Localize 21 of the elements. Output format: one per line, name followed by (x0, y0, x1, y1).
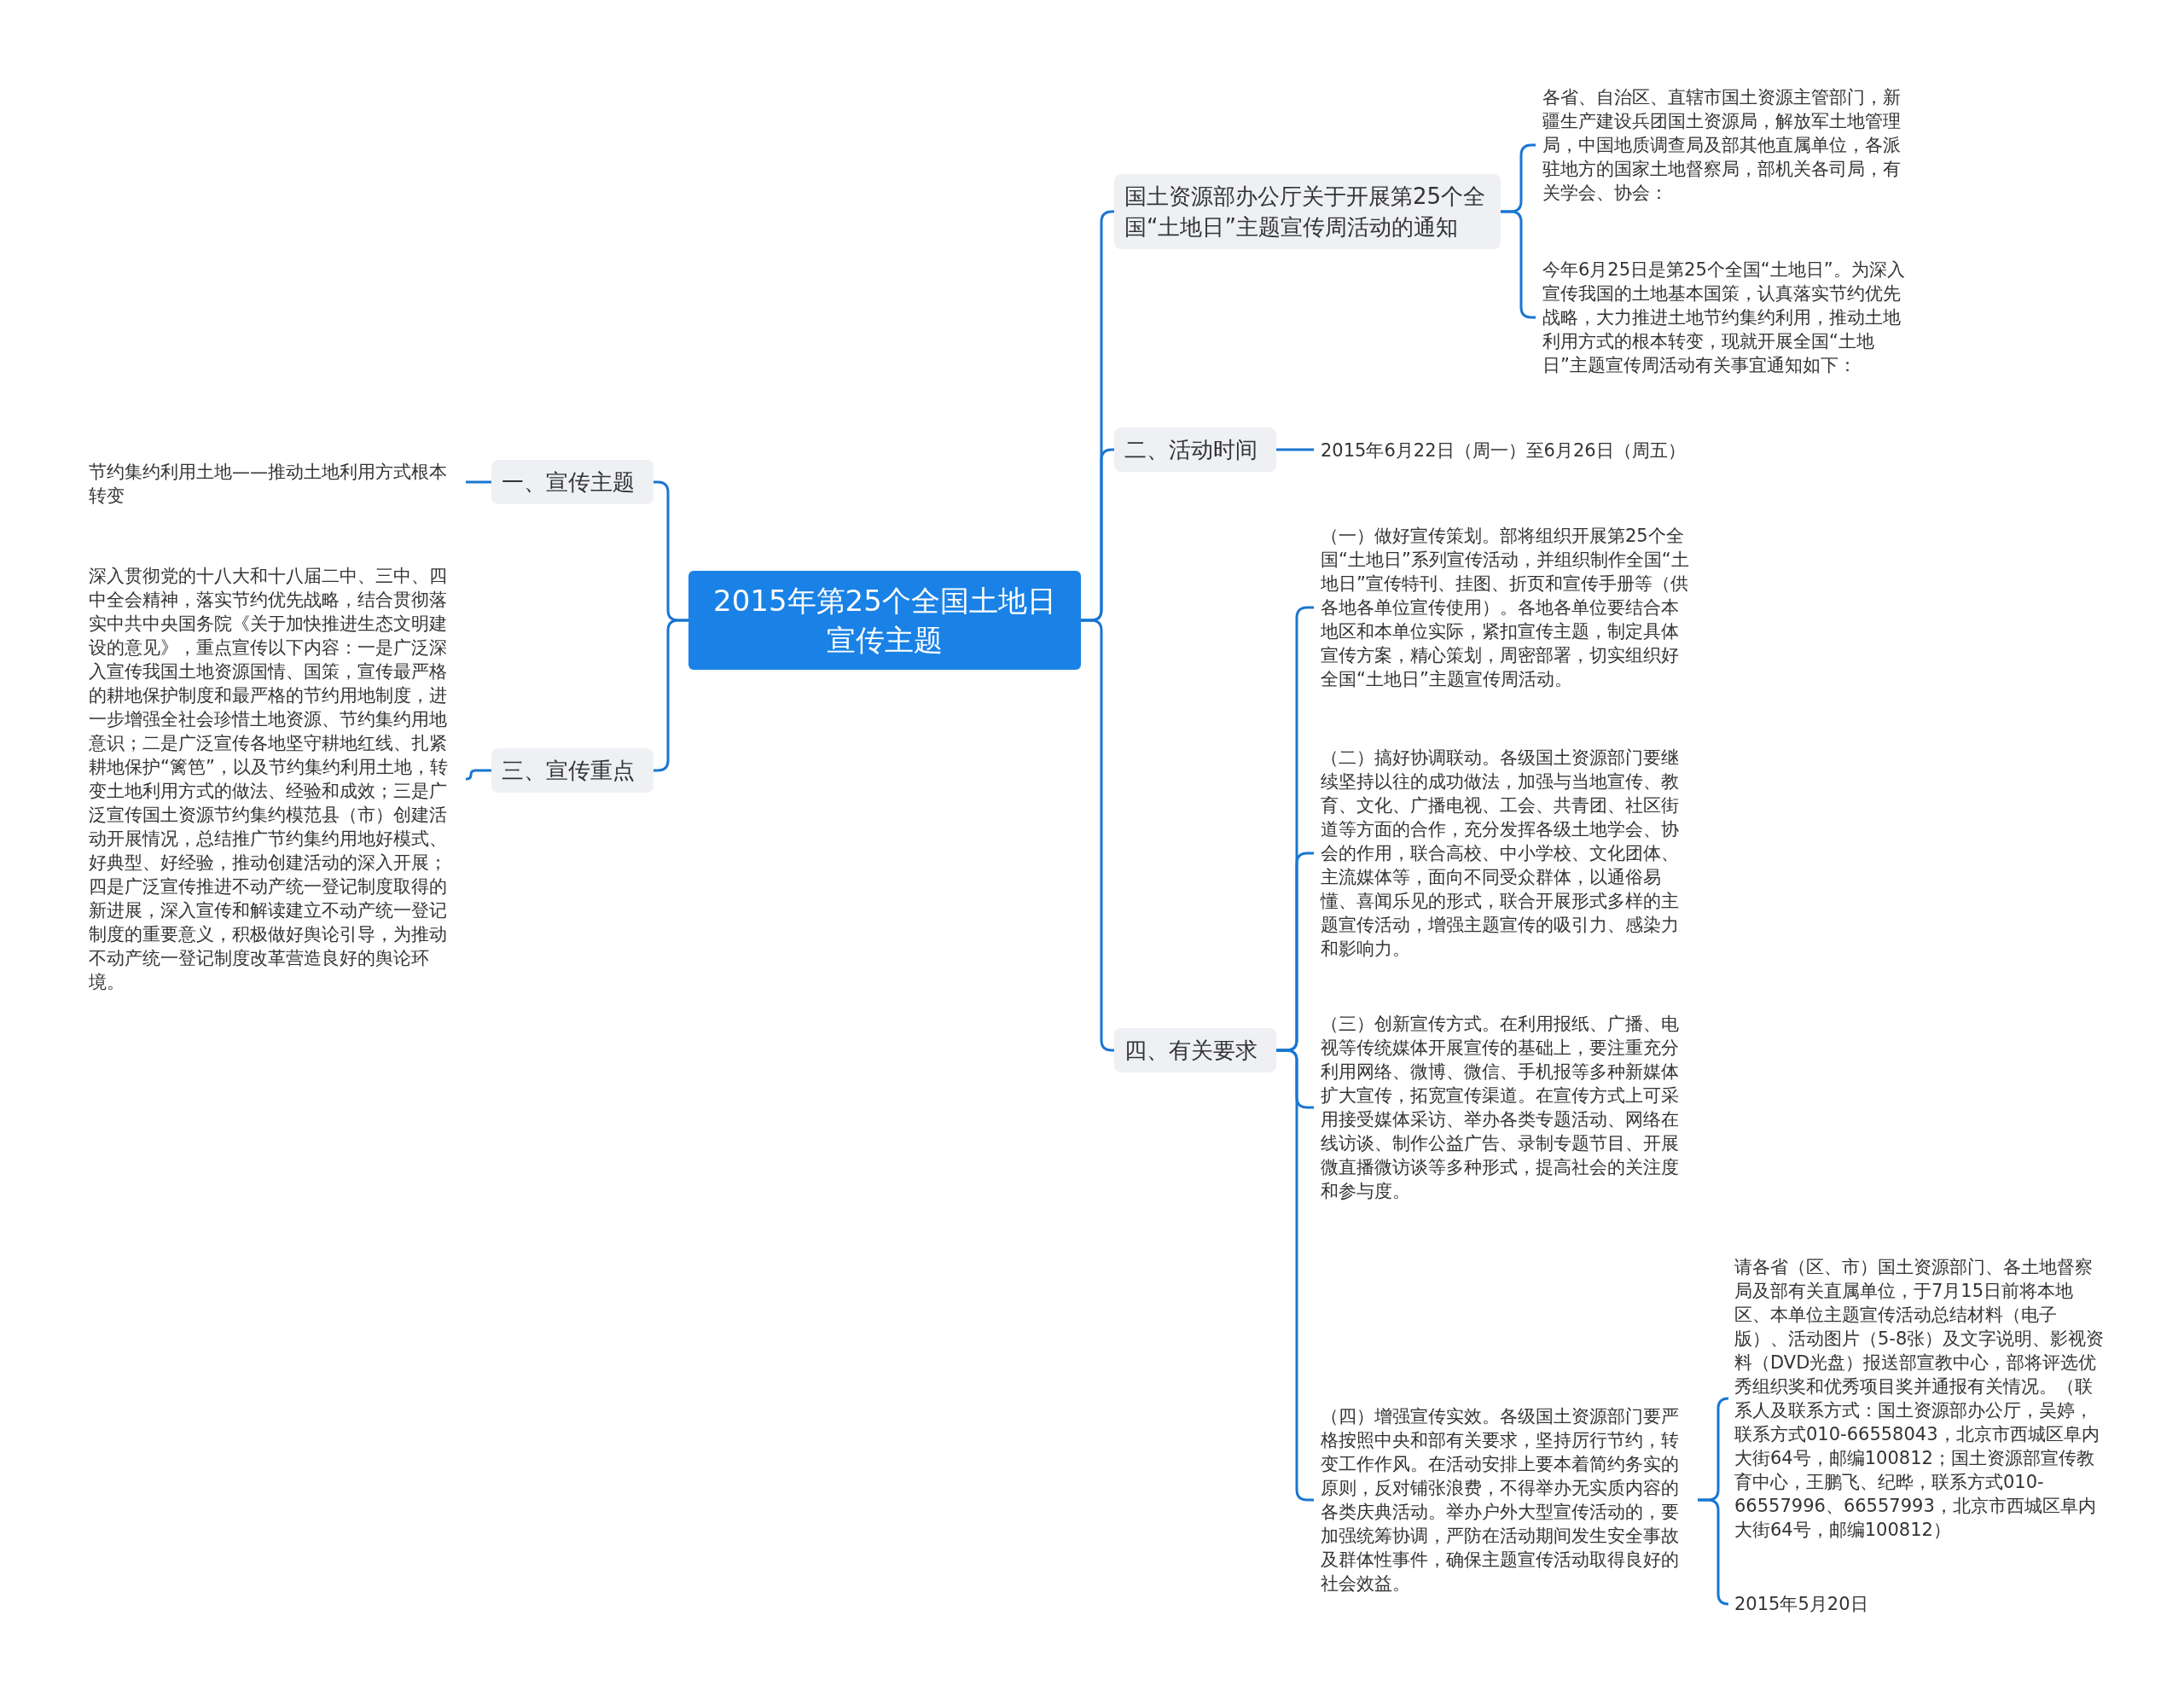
connector (1276, 448, 1314, 451)
topic-box: 四、有关要求 (1114, 1028, 1276, 1072)
topic-box: 二、活动时间 (1114, 427, 1276, 472)
topic-text: 请各省（区、市）国土资源部门、各土地督察局及部有关直属单位，于7月15日前将本地区、本单位主题宣传活动总结材料（电子版）、活动图片（5-8张）及文字说明、影视资料（DVD光盘）报送部宣教中心，部将评选优秀组织奖和优秀项目奖并通报有关情况。（联系人及联系方式：国土资源部办公厅，吴婷，联系方式010-66558043，北京市西城区阜内大街64号，邮编100812；国土资源部宣传教育中心，王鹏飞、纪晔，联系方式010-66557996、66557993，北京市西城区阜内大街64号，邮编100812） (1728, 1255, 2116, 1542)
topic-text: 2015年5月20日 (1728, 1592, 1984, 1616)
connector (465, 769, 491, 781)
topic-box: 一、宣传主题 (491, 460, 653, 504)
central-topic: 2015年第25个全国土地日宣传主题 (688, 571, 1081, 670)
topic-text: （一）做好宣传策划。部将组织开展第25个全国“土地日”系列宣传活动，并组织制作全国“土地日”宣传特刊、挂图、折页和宣传手册等（供各地各单位宣传使用）。各地各单位要结合本地区和本单位实际，紧扣宣传主题，制定具体宣传方案，精心策划，周密部署，切实组织好全国“土地日”主题宣传周活动。 (1314, 524, 1698, 691)
connector (466, 480, 491, 484)
topic-text: 2015年6月22日（周一）至6月26日（周五） (1314, 439, 1698, 462)
topic-text: 各省、自治区、直辖市国土资源主管部门，新疆生产建设兵团国土资源局，解放军土地管理局，中国地质调查局及部其他直属单位，各派驻地方的国家土地督察局，部机关各司局，有关学会、协会： (1536, 85, 1920, 205)
topic-text: 今年6月25日是第25个全国“土地日”。为深入宣传我国的土地基本国策，认真落实节约优先战略，大力推进土地节约集约利用，推动土地利用方式的根本转变，现就开展全国“土地日”主题宣传周活动有关事宜通知如下： (1536, 258, 1920, 377)
topic-text: （四）增强宣传实效。各级国土资源部门要严格按照中央和部有关要求，坚持厉行节约，转变工作作风。在活动安排上要本着简约务实的原则，反对铺张浪费，不得举办无实质内容的各类庆典活动。举办户外大型宣传活动的，要加强统筹协调，严防在活动期间发生安全事故及群体性事件，确保主题宣传活动取得良好的社会效益。 (1314, 1404, 1698, 1595)
topic-text: 深入贯彻党的十八大和十八届二中、三中、四中全会精神，落实节约优先战略，结合贯彻落实中共中央国务院《关于加快推进生态文明建设的意见》，重点宣传以下内容：一是广泛深入宣传我国土地资源国情、国策，宣传最严格的耕地保护制度和最严格的节约用地制度，进一步增强全社会珍惜土地资源、节约集约用地意识；二是广泛宣传各地坚守耕地红线、扎紧耕地保护“篱笆”，以及节约集约利用土地，转变土地利用方式的做法、经验和成效；三是广泛宣传国土资源节约集约模范县（市）创建活动开展情况，总结推广节约集约用地好模式、好典型、好经验，推动创建活动的深入开展；四是广泛宣传推进不动产统一登记制度取得的新进展，深入宣传和解读建立不动产统一登记制度的重要意义，积极做好舆论引导，为推动不动产统一登记制度改革营造良好的舆论环境。 (82, 564, 466, 994)
topic-box: 国土资源部办公厅关于开展第25个全国“土地日”主题宣传周活动的通知 (1114, 174, 1501, 249)
topic-text: 节约集约利用土地——推动土地利用方式根本转变 (82, 460, 466, 508)
topic-box: 三、宣传重点 (491, 748, 653, 793)
topic-text: （三）创新宣传方式。在利用报纸、广播、电视等传统媒体开展宣传的基础上，要注重充分利用网络、微博、微信、手机报等多种新媒体扩大宣传，拓宽宣传渠道。在宣传方式上可采用接受媒体采访、举办各类专题活动、网络在线访谈、制作公益广告、录制专题节目、开展微直播微访谈等多种形式，提高社会的关注度和参与度。 (1314, 1012, 1698, 1203)
connector (1698, 1498, 1730, 1606)
topic-text: （二）搞好协调联动。各级国土资源部门要继续坚持以往的成功做法，加强与当地宣传、教育、文化、广播电视、工会、共青团、社区街道等方面的合作，充分发挥各级土地学会、协会的作用，联合高校、中小学校、文化团体、主流媒体等，面向不同受众群体，以通俗易懂、喜闻乐见的形式，联合开展形式多样的主题宣传活动，增强主题宣传的吸引力、感染力和影响力。 (1314, 746, 1698, 961)
